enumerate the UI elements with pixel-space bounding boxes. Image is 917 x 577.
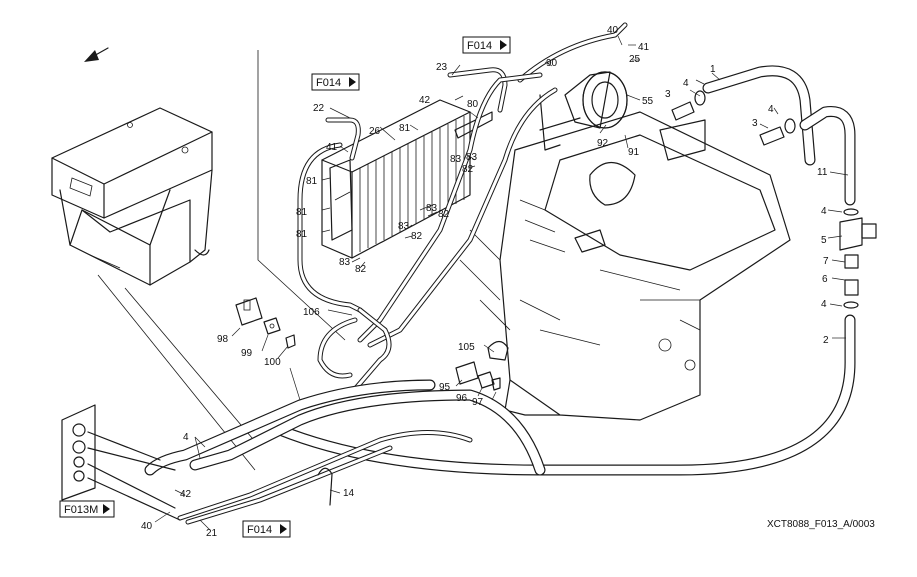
part-label: 40 (607, 25, 619, 36)
part-label: 55 (642, 96, 654, 107)
part-label: 2 (823, 335, 829, 346)
part-label: 92 (597, 138, 609, 149)
part-label: 4 (768, 104, 774, 115)
part-label: 21 (206, 528, 218, 539)
part-label: 6 (822, 274, 828, 285)
ref-label-top: F014 (467, 40, 492, 52)
part-label: 82 (411, 231, 423, 242)
part-label: 81 (399, 123, 411, 134)
ref-box-left-panel[interactable]: F013M (59, 500, 115, 518)
part-label: 97 (472, 397, 484, 408)
part-label: 83 (426, 203, 438, 214)
part-label: 81 (296, 207, 308, 218)
figure-id: XCT8088_F013_A/0003 (767, 519, 875, 530)
part-label: 83 (398, 221, 410, 232)
part-label: 105 (458, 342, 475, 353)
clip-set-95 (455, 361, 501, 391)
part-label: 100 (264, 357, 281, 368)
ref-box-radiator[interactable]: F014 (311, 73, 360, 91)
ref-box-top[interactable]: F014 (462, 36, 511, 54)
part-label: 91 (628, 147, 640, 158)
part-labels: 1 2 3 3 4 4 4 4 4 5 6 7 11 14 21 22 23 2… (141, 25, 829, 539)
part-label: 4 (683, 78, 689, 89)
part-label: 41 (326, 142, 338, 153)
ref-label-bottom: F014 (247, 524, 272, 536)
part-label: 82 (438, 209, 450, 220)
part-label: 82 (355, 264, 367, 275)
part-label: 26 (369, 126, 381, 137)
part-label: 106 (303, 307, 320, 318)
part-label: 90 (546, 58, 558, 69)
part-label: 23 (436, 62, 448, 73)
part-label: 83 (450, 154, 462, 165)
part-label: 4 (183, 432, 189, 443)
part-label: 81 (296, 229, 308, 240)
ref-label-radiator: F014 (316, 77, 341, 89)
part-label: 14 (343, 488, 355, 499)
part-label: 7 (823, 256, 829, 267)
part-label: 1 (710, 64, 716, 75)
fittings-3-4 (671, 90, 796, 146)
part-label: 41 (638, 42, 650, 53)
bulkhead-panel (61, 404, 96, 501)
oil-cooler (321, 99, 471, 259)
part-label: 4 (821, 206, 827, 217)
part-label: 80 (467, 99, 479, 110)
part-label: 4 (821, 299, 827, 310)
direction-arrow-icon (84, 47, 109, 62)
part-label: 42 (180, 489, 192, 500)
part-label: 82 (462, 164, 474, 175)
part-label: 22 (313, 103, 325, 114)
clip-set-98 (235, 297, 296, 349)
part-label: 5 (821, 235, 827, 246)
part-label: 83 (466, 152, 478, 163)
part-label: 95 (439, 382, 451, 393)
part-label: 81 (306, 176, 318, 187)
part-label: 83 (339, 257, 351, 268)
part-label: 42 (419, 95, 431, 106)
part-label: 98 (217, 334, 229, 345)
part-label: 3 (752, 118, 758, 129)
cab-illustration (51, 107, 213, 286)
part-label: 99 (241, 348, 253, 359)
part-label: 11 (817, 167, 828, 178)
ref-label-left-panel: F013M (64, 504, 98, 516)
part-label: 96 (456, 393, 468, 404)
tee-fitting (839, 208, 877, 309)
part-label: 40 (141, 521, 153, 532)
engine-block (459, 111, 791, 421)
part-label: 25 (629, 54, 641, 65)
ref-box-bottom[interactable]: F014 (242, 520, 291, 538)
valve-assembly (539, 71, 628, 151)
part-label: 3 (665, 89, 671, 100)
